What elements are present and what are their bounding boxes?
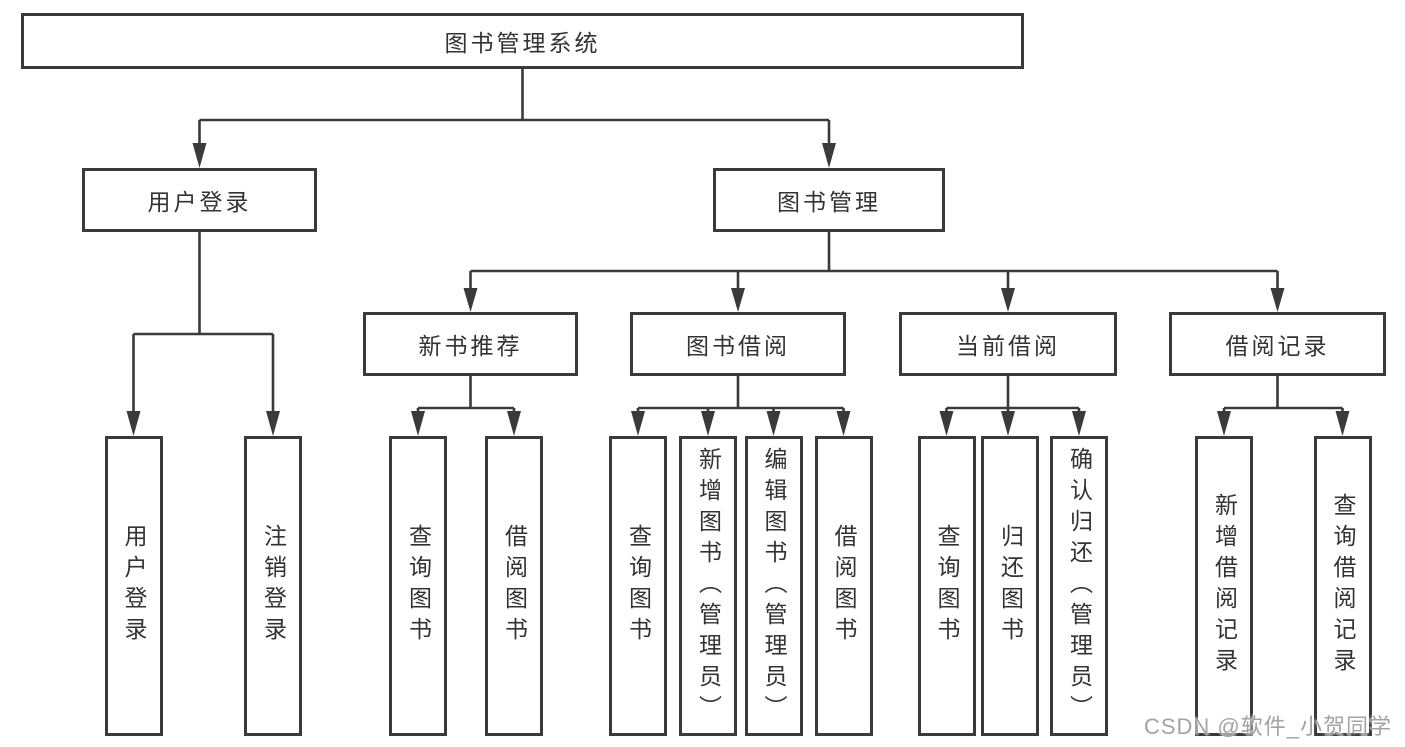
leaf-return-books: 归还图书 — [981, 436, 1039, 736]
node-book-borrow: 图书借阅 — [630, 312, 846, 376]
connector-bookmgmt-to-level3 — [469, 232, 1279, 291]
leaf-query-borrow-record: 查询借阅记录 — [1313, 436, 1372, 736]
arrowhead — [631, 411, 645, 436]
node-user-login: 用户登录 — [82, 168, 317, 232]
connector-newbooks-to-leaves — [416, 376, 516, 414]
node-borrow-records: 借阅记录 — [1169, 312, 1386, 376]
arrowhead — [1335, 411, 1350, 436]
arrowhead — [1072, 411, 1086, 436]
arrowhead — [463, 288, 478, 312]
arrowhead — [1270, 288, 1285, 312]
leaf-add-borrow-record: 新增借阅记录 — [1195, 436, 1253, 736]
arrowhead — [836, 411, 851, 436]
leaf-query-books-1: 查询图书 — [389, 436, 447, 736]
leaf-confirm-return-admin: 确认归还（管理员） — [1050, 436, 1108, 736]
node-book-management: 图书管理 — [713, 168, 945, 232]
leaf-user-login: 用户登录 — [104, 436, 163, 736]
arrowhead — [507, 411, 521, 436]
leaf-borrow-books-2: 借阅图书 — [814, 436, 873, 736]
arrowhead — [1001, 411, 1015, 436]
connector-userlogin-to-leaves — [132, 232, 275, 414]
leaf-query-books-2: 查询图书 — [609, 436, 667, 736]
arrowhead — [1001, 288, 1015, 312]
leaf-query-books-3: 查询图书 — [917, 436, 976, 736]
arrowhead — [126, 411, 141, 436]
arrowhead — [766, 411, 781, 436]
arrowhead — [822, 143, 836, 168]
arrowhead — [701, 411, 715, 436]
arrowhead — [1217, 411, 1231, 436]
leaf-edit-books-admin: 编辑图书（管理员） — [744, 436, 803, 736]
arrowhead — [731, 288, 745, 312]
arrowhead — [939, 411, 954, 436]
connector-root-to-level2 — [198, 69, 831, 146]
node-current-borrow: 当前借阅 — [899, 312, 1117, 376]
connector-currentborrow-to-leaves — [945, 376, 1081, 414]
arrowhead — [411, 411, 425, 436]
leaf-add-books-admin: 新增图书（管理员） — [679, 436, 737, 736]
connector-bookborrow-to-leaves — [636, 376, 845, 414]
arrowhead — [266, 411, 280, 436]
node-new-book-recommend: 新书推荐 — [363, 312, 578, 376]
leaf-logout: 注销登录 — [244, 436, 302, 736]
arrowhead — [192, 143, 207, 168]
node-root: 图书管理系统 — [21, 13, 1024, 69]
connector-borrowrecords-to-leaves — [1222, 376, 1344, 414]
leaf-borrow-books-1: 借阅图书 — [485, 436, 543, 736]
